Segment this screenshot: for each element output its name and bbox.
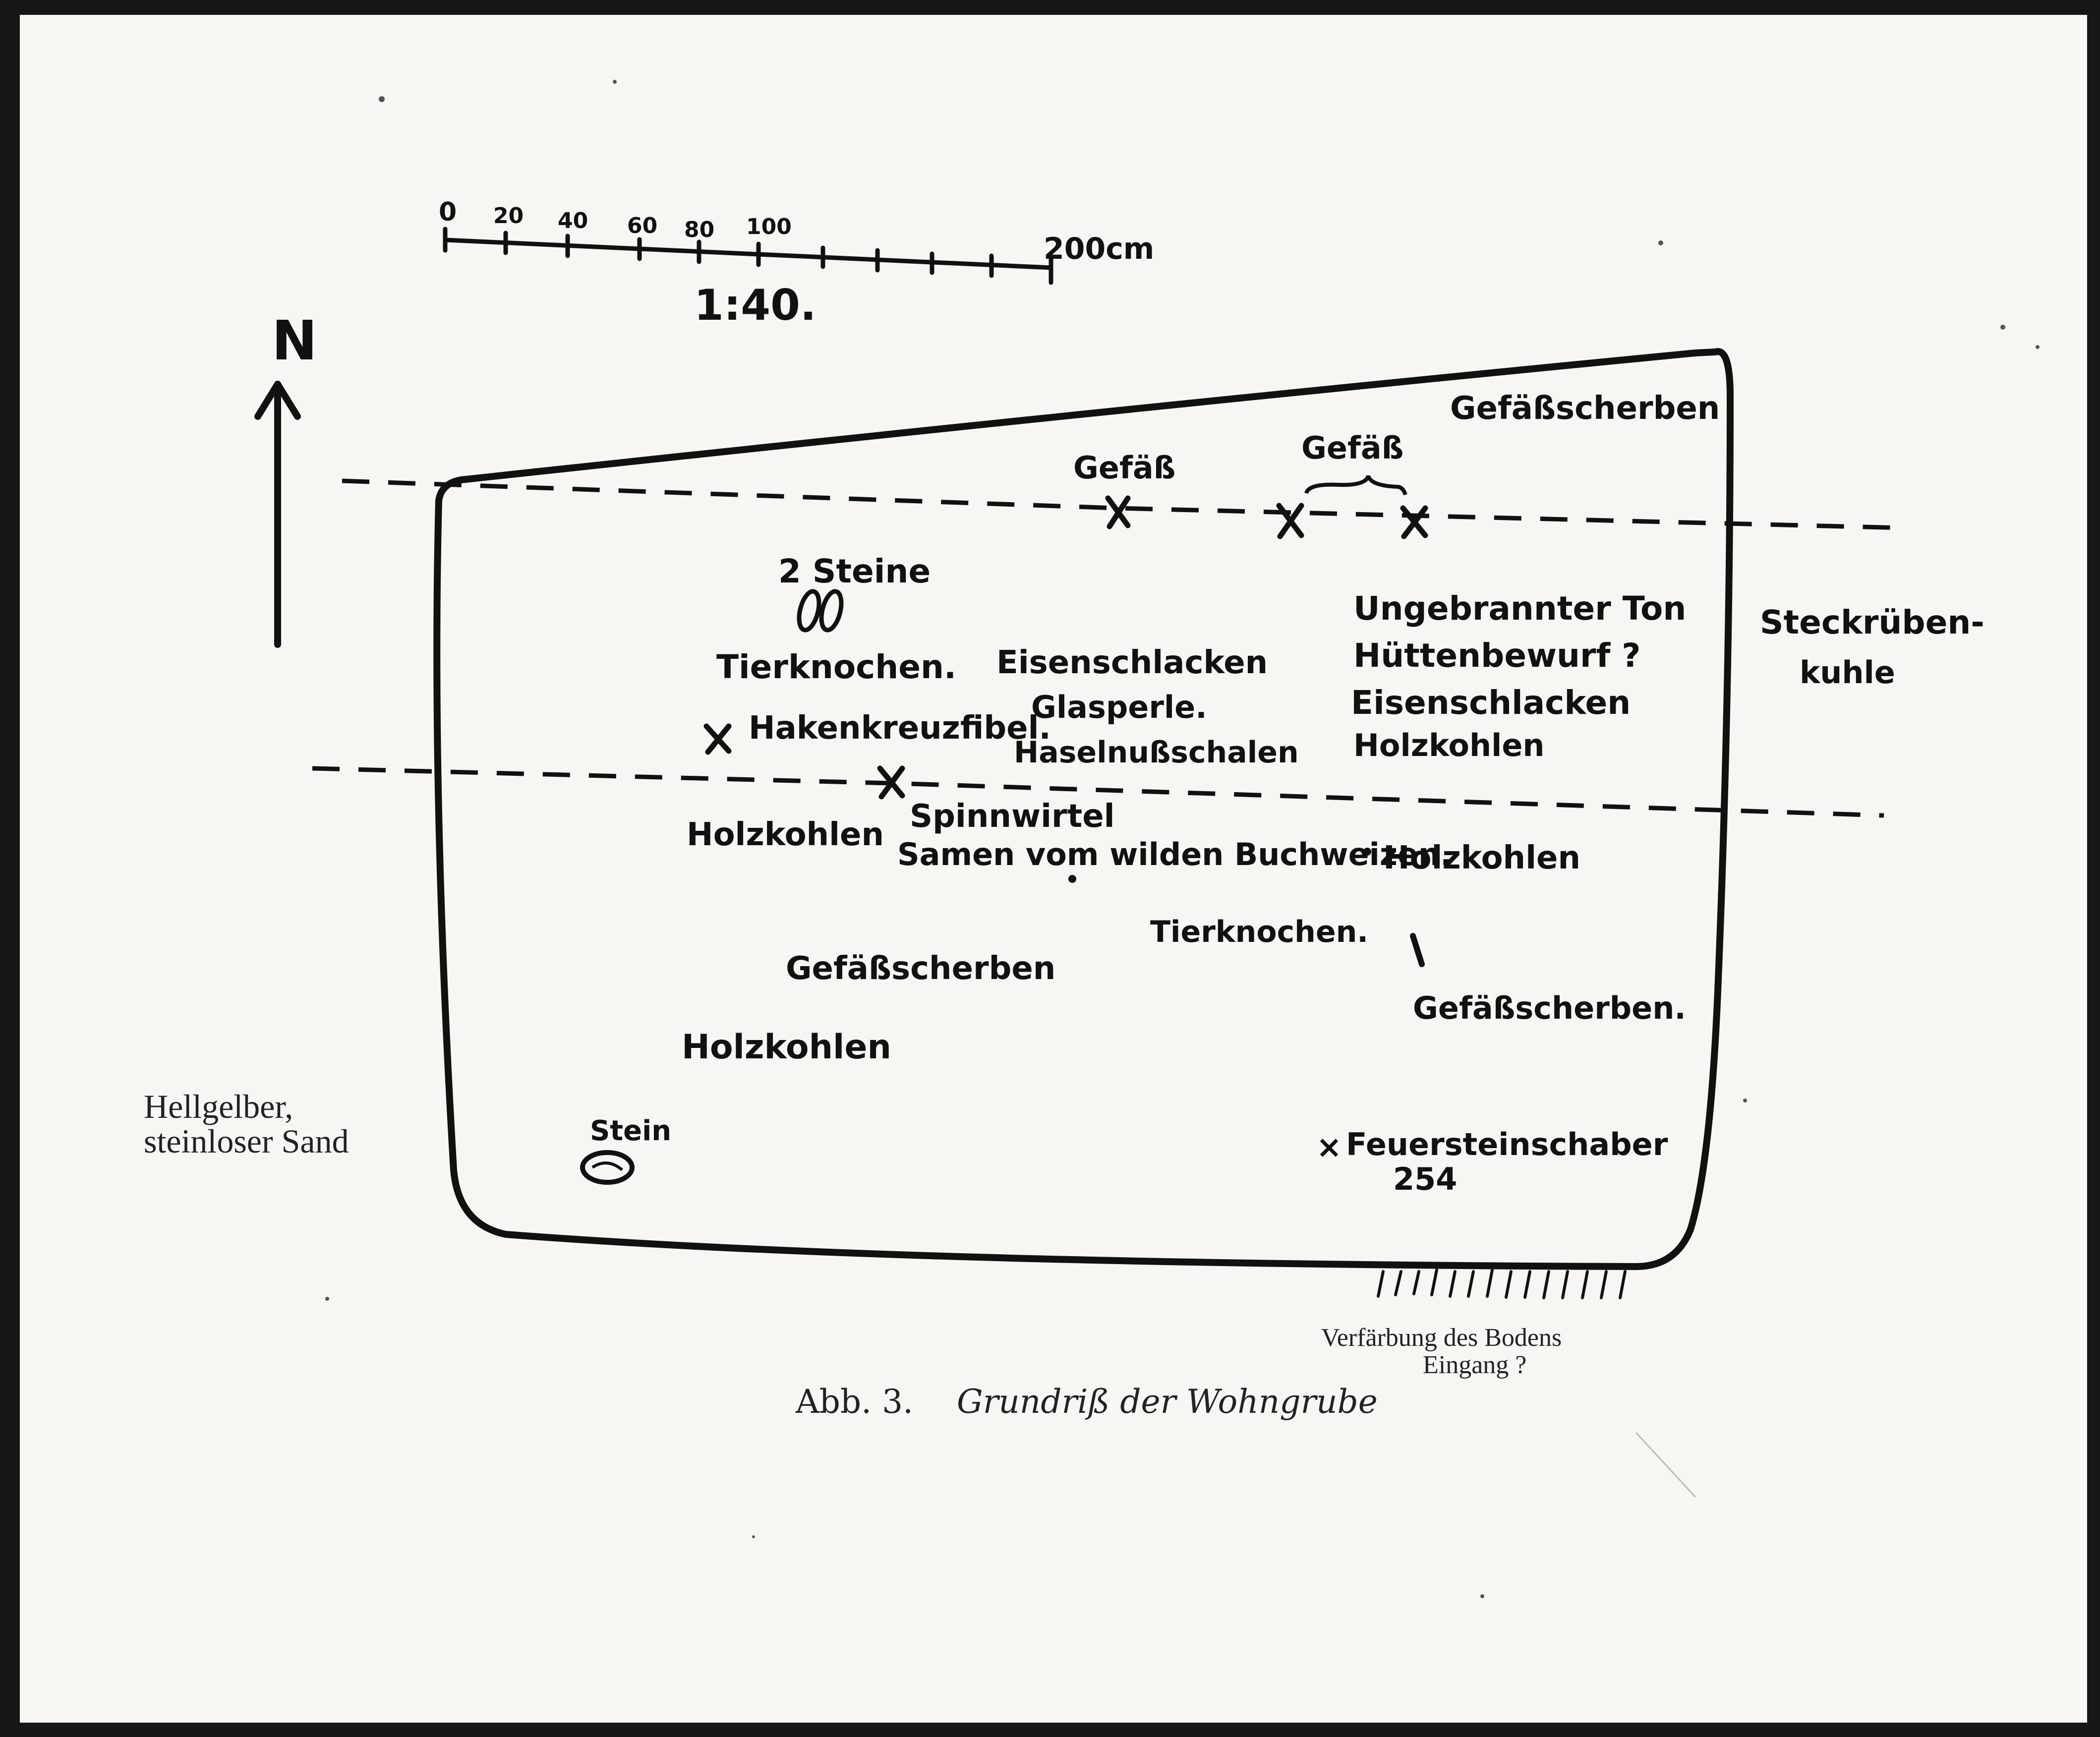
- scale-tick-0: 0: [439, 197, 457, 227]
- paper: [20, 15, 2087, 1723]
- label-glasperle: Glasperle.: [1031, 689, 1207, 725]
- north-arrow-icon: [254, 381, 301, 648]
- label-zwei-steine: 2 Steine: [778, 552, 931, 590]
- label-samen-buchweizen: Samen vom wilden Buchweizen.: [897, 836, 1452, 872]
- small-mark: [1410, 933, 1425, 967]
- label-holzkohlen-2: Holzkohlen: [687, 816, 884, 853]
- label-holzkohlen-4: Holzkohlen: [682, 1028, 891, 1067]
- find-marker-gefaess-1: [1105, 495, 1131, 529]
- find-marker-gefaess-2a: [1276, 503, 1304, 539]
- label-gefaessscherben-mid: Gefäßscherben: [786, 950, 1055, 987]
- scale-tick-80: 80: [684, 217, 714, 242]
- label-feuersteinschaber: Feuersteinschaber: [1346, 1126, 1668, 1162]
- two-stones-icon: [797, 589, 844, 633]
- scale-tick-20: 20: [493, 203, 524, 229]
- label-hakenkreuzfibel: Hakenkreuzfibel.: [749, 710, 1051, 747]
- scale-tick-60: 60: [627, 213, 657, 238]
- label-verfaerbung: Verfärbung des Bodens: [1321, 1324, 1562, 1352]
- figure-caption: Grundriß der Wohngrube: [957, 1383, 1378, 1421]
- label-huettenbewurf: Hüttenbewurf ?: [1353, 637, 1641, 675]
- small-dot-mark-2: [1068, 875, 1076, 883]
- label-hellgelber: Hellgelber,: [144, 1088, 293, 1125]
- small-dot-mark: [1363, 848, 1371, 856]
- label-gefaess-2: Gefäß: [1301, 430, 1403, 466]
- section-line-upper: [342, 478, 1904, 530]
- label-eisenschlacken-1: Eisenschlacken: [996, 644, 1268, 681]
- label-steinloser-sand: steinloser Sand: [144, 1122, 349, 1160]
- find-marker-fibel: [703, 723, 732, 755]
- stone-icon: [580, 1150, 635, 1185]
- scale-tick-100: 100: [746, 214, 792, 239]
- label-haselnussschalen: Haselnußschalen: [1014, 735, 1299, 770]
- label-spinnwirtel: Spinnwirtel: [910, 798, 1115, 835]
- label-steckrueben: Steckrüben-: [1760, 603, 1984, 641]
- label-gefaessscherben-right: Gefäßscherben.: [1413, 990, 1686, 1026]
- label-tierknochen-2: Tierknochen.: [1150, 915, 1368, 949]
- brace-gefaess-2: [1304, 475, 1407, 496]
- label-stein: Stein: [590, 1115, 671, 1147]
- label-ungebrannter-ton: Ungebrannter Ton: [1353, 589, 1686, 628]
- label-kuhle: kuhle: [1800, 654, 1895, 691]
- entrance-hatching: [1377, 1269, 1627, 1299]
- find-marker-gefaess-2b: [1400, 505, 1428, 539]
- scale-ratio: 1:40.: [694, 281, 817, 330]
- label-eingang: Eingang ?: [1423, 1351, 1526, 1379]
- find-marker-spinnwirtel: [877, 765, 905, 800]
- pit-outline: [433, 348, 1734, 1270]
- label-eisenschlacken-2: Eisenschlacken: [1351, 684, 1631, 722]
- find-markers: [703, 495, 1428, 800]
- find-marker-feuerstein: ×: [1316, 1129, 1342, 1165]
- north-label: N: [272, 309, 317, 372]
- scale-tick-40: 40: [558, 208, 588, 233]
- label-tierknochen-1: Tierknochen.: [716, 648, 956, 686]
- scratch: [1635, 1432, 1696, 1498]
- slide-specks: [325, 80, 2040, 1598]
- label-gefaessscherben-top: Gefäßscherben: [1450, 390, 1720, 427]
- label-holzkohlen-3: Holzkohlen: [1383, 840, 1580, 876]
- label-gefaess-1: Gefäß: [1073, 450, 1175, 486]
- figure-number: Abb. 3.: [795, 1383, 913, 1421]
- label-feuerstein-number: 254: [1393, 1161, 1457, 1197]
- scale-end-label: 200cm: [1044, 232, 1154, 266]
- scale-bar: [443, 227, 1053, 285]
- label-holzkohlen-1: Holzkohlen: [1353, 727, 1545, 763]
